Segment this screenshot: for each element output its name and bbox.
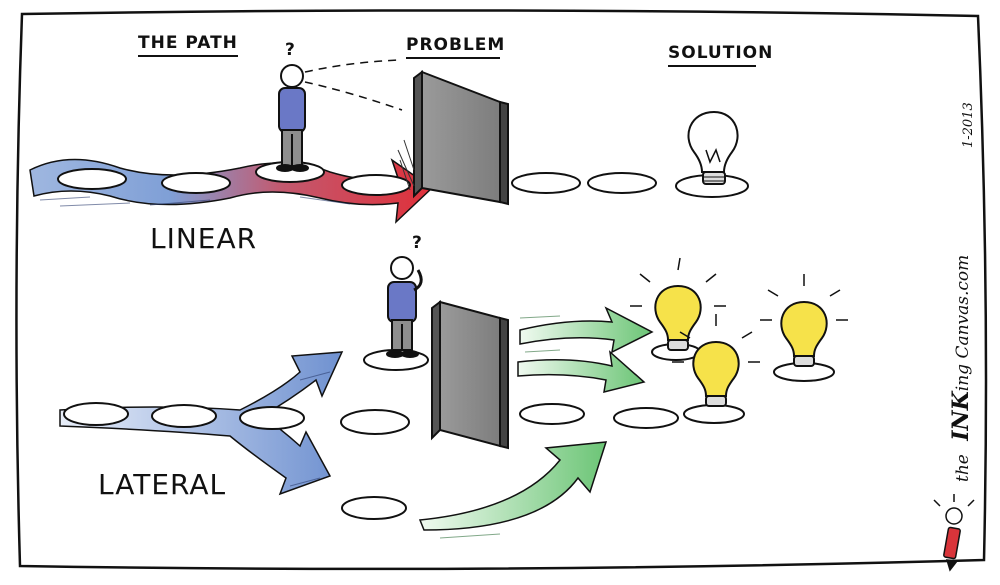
question-mark-lateral: ? xyxy=(412,233,423,253)
lateral-stepping-stones xyxy=(63,343,835,520)
svg-text:PROBLEM: PROBLEM xyxy=(406,35,505,55)
stone xyxy=(63,402,129,426)
lateral-bulb-2-icon xyxy=(760,274,848,367)
lateral-bulb-3-icon xyxy=(672,314,760,407)
frame-border xyxy=(15,9,988,571)
stone xyxy=(683,404,745,424)
lateral-bulb-1-icon xyxy=(630,257,726,351)
stone xyxy=(151,404,217,428)
label-lateral: LATERAL xyxy=(98,468,226,501)
lateral-problem-wall xyxy=(431,300,509,450)
linear-wall-shadow xyxy=(397,139,415,191)
lateral-thinking-person xyxy=(386,256,423,358)
stone xyxy=(519,403,585,425)
stone xyxy=(340,409,410,435)
stone xyxy=(511,172,581,194)
linear-sight-lines xyxy=(304,59,403,111)
svg-text:the INKing Canvas.com: the INKing Canvas.com xyxy=(948,255,974,482)
linear-problem-wall xyxy=(413,70,509,206)
svg-text:SOLUTION: SOLUTION xyxy=(668,43,773,63)
stone xyxy=(341,174,411,196)
svg-text:1-2013: 1-2013 xyxy=(961,102,976,148)
linear-stepping-stones xyxy=(57,161,749,198)
green-arrow-middle xyxy=(517,350,646,394)
linear-person xyxy=(276,64,309,172)
stone xyxy=(239,406,305,430)
credit-date: 1-2013 xyxy=(961,102,976,148)
stone xyxy=(341,496,407,520)
green-arrow-top xyxy=(519,306,654,354)
stone xyxy=(161,172,231,194)
linear-solution-bulb-icon xyxy=(687,110,739,185)
artist-credit: the INKing Canvas.com xyxy=(948,255,974,482)
heading-problem: PROBLEM xyxy=(406,35,505,59)
svg-text:THE PATH: THE PATH xyxy=(138,33,238,53)
stone xyxy=(57,168,127,190)
lateral-blue-arrow-hatching xyxy=(289,371,331,487)
heading-the-path: THE PATH xyxy=(138,33,238,57)
artist-logo-icon xyxy=(933,494,975,572)
stone xyxy=(613,407,679,429)
label-linear: LINEAR xyxy=(150,222,257,255)
question-mark-linear: ? xyxy=(285,40,296,60)
linear-path-hatching xyxy=(39,196,351,207)
heading-solution: SOLUTION xyxy=(668,43,773,67)
green-arrow-bottom xyxy=(418,441,608,531)
green-arrow-hatching xyxy=(439,315,561,539)
stone xyxy=(587,172,657,194)
